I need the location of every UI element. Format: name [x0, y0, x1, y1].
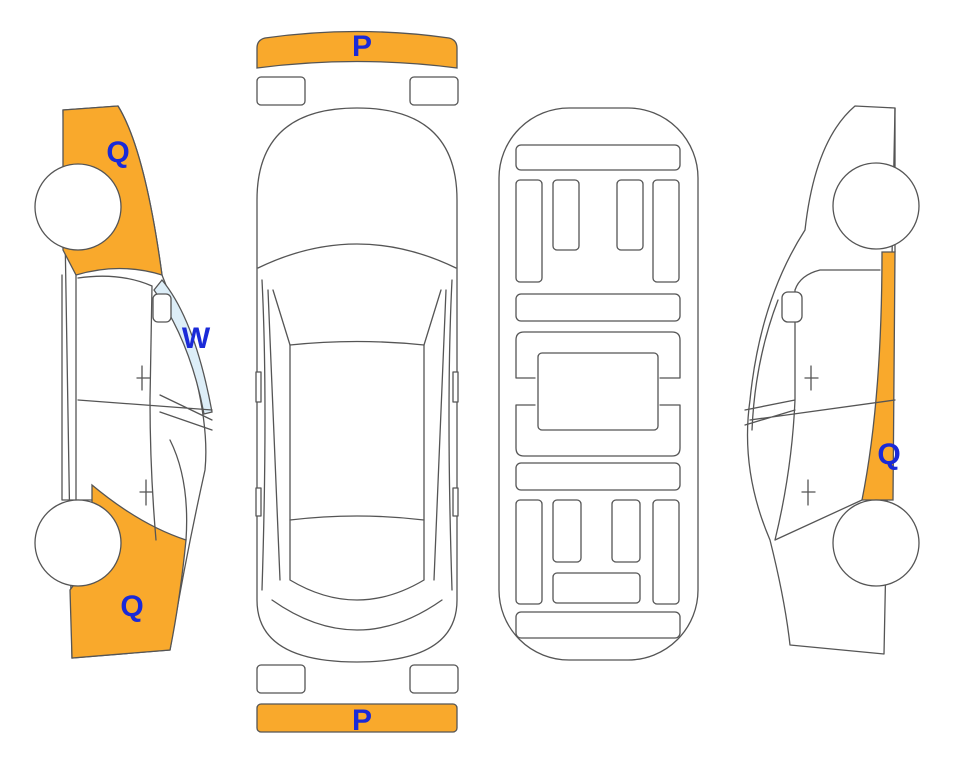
underside-cross-bar-2: [515, 462, 681, 491]
right-rear-wheel: [832, 499, 920, 587]
top-view-right-handle: [452, 487, 459, 517]
front-left-light: [256, 76, 306, 106]
top-view-left-handle: [255, 487, 262, 517]
top-view-windshield: [257, 243, 457, 346]
right-rear-door-handle: [801, 479, 816, 506]
underside-front-left-rail: [515, 179, 543, 283]
left-windshield-marker: W: [182, 322, 211, 355]
left-rear-quarter-marker: Q: [120, 590, 143, 623]
underside-rear-left-rail: [515, 499, 543, 605]
right-side-view: Q: [744, 105, 920, 655]
underside-rear-right-rail: [652, 499, 680, 605]
underside-rear-center-bar: [552, 572, 641, 604]
front-bumper-damage[interactable]: [256, 30, 458, 69]
underside-cross-bar-1: [515, 293, 681, 322]
rear-left-light: [256, 664, 306, 694]
underside-rear-right-slot: [611, 499, 641, 563]
top-view: P P: [255, 30, 459, 737]
underside-rear-left-slot: [552, 499, 582, 563]
rear-bumper-damage[interactable]: [256, 703, 458, 733]
left-front-fender-marker: Q: [106, 136, 129, 169]
left-rear-door-handle: [139, 479, 153, 506]
left-rear-wheel: [34, 499, 122, 587]
underside-view: [498, 107, 699, 661]
underside-front-right-slot: [616, 179, 644, 251]
top-view-rear-window: [271, 515, 443, 631]
underside-outline: [498, 107, 699, 661]
right-rocker-marker: Q: [877, 438, 900, 471]
top-view-body-outline: [256, 107, 458, 663]
left-front-wheel: [34, 163, 122, 251]
left-side-view: Q W Q: [34, 105, 213, 659]
top-view-side-lines: [261, 279, 453, 591]
rear-right-light: [409, 664, 459, 694]
underside-front-left-slot: [552, 179, 580, 251]
underside-center-frame: [515, 331, 681, 457]
top-view-right-mirror: [452, 371, 459, 403]
underside-front-right-rail: [652, 179, 680, 283]
underside-front-bar: [515, 144, 681, 171]
front-bumper-marker: P: [352, 30, 372, 63]
right-front-wheel: [832, 162, 920, 250]
right-front-door-handle: [804, 365, 819, 391]
top-view-left-mirror: [255, 371, 262, 403]
right-side-mirror: [781, 291, 803, 323]
left-side-mirror: [152, 293, 172, 323]
rear-bumper-marker: P: [352, 704, 372, 737]
underside-rear-bar: [515, 611, 681, 639]
left-front-door-handle: [136, 365, 151, 391]
right-side-body-outline: [746, 105, 896, 655]
underside-center-panel: [537, 352, 659, 431]
front-right-light: [409, 76, 459, 106]
